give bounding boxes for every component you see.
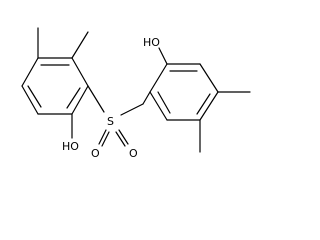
- bond: [21, 85, 39, 115]
- oxygen-label-right: O: [129, 147, 138, 160]
- s-o-bond: [98, 129, 107, 145]
- double-bond-inner: [27, 85, 42, 108]
- sulfur-label: S: [107, 115, 114, 128]
- s-o-bond: [118, 129, 129, 145]
- sulfonyl-group: S O O: [91, 103, 144, 160]
- oh-bond: [158, 47, 168, 65]
- double-bond-inner: [157, 91, 171, 114]
- aryl-s-bond: [87, 85, 105, 113]
- bond: [199, 63, 219, 93]
- hydroxyl-label-top: HO: [143, 36, 160, 49]
- bond: [199, 91, 219, 121]
- right-aromatic-ring: [149, 63, 219, 121]
- left-substituents: HO: [37, 27, 105, 153]
- double-bond-inner: [196, 93, 211, 115]
- hydroxyl-label-bottom: HO: [62, 140, 79, 153]
- double-bond-inner: [66, 87, 81, 109]
- methyl-bond: [71, 31, 89, 59]
- s-o-bond: [115, 131, 126, 147]
- s-aryl-bond: [120, 103, 144, 116]
- bond: [71, 57, 89, 87]
- left-aromatic-ring: [21, 57, 89, 115]
- oxygen-label-left: O: [91, 147, 100, 160]
- bond: [149, 63, 168, 93]
- ring-s-connector: [142, 91, 151, 105]
- s-o-bond: [101, 131, 110, 147]
- bond: [21, 57, 39, 87]
- right-substituents: HO: [142, 36, 251, 153]
- structure-diagram: HO S O O HO: [21, 27, 251, 160]
- bond: [71, 85, 89, 115]
- bond: [149, 91, 168, 121]
